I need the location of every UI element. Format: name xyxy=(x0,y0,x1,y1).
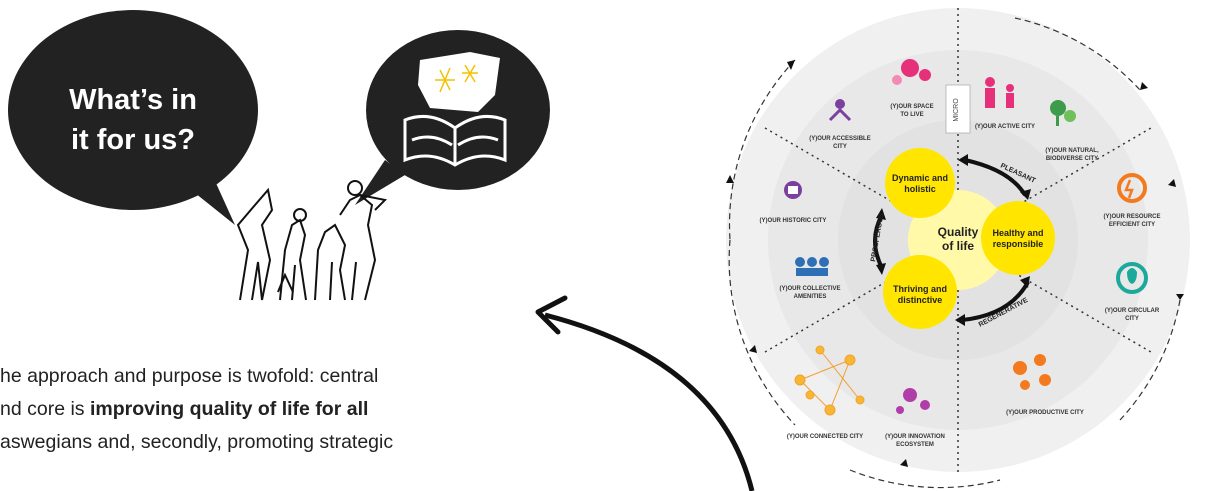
speech-bubble-text: What’s in it for us? xyxy=(48,80,218,160)
historic-city-icon xyxy=(784,181,802,199)
speech-bubble-decor xyxy=(185,30,550,301)
micro-badge xyxy=(945,84,971,134)
circular-city-icon xyxy=(1116,262,1148,294)
circle-healthy-line-1: Healthy and xyxy=(992,228,1043,238)
core-arrows xyxy=(873,158,1030,322)
quality-of-life-diagram: MICRO Quality of life Dynamic and holist… xyxy=(726,8,1190,489)
space-to-live-icon xyxy=(892,59,931,85)
sector-label-resource-2: EFFICIENT CITY xyxy=(1109,222,1155,228)
speech-line-2: it for us? xyxy=(70,124,196,156)
collective-amenities-icon xyxy=(795,257,829,276)
sector-label-active-1: (Y)OUR ACTIVE CITY xyxy=(975,124,1035,130)
sector-label-connected-1: (Y)OUR CONNECTED CITY xyxy=(787,434,863,440)
open-book-icon xyxy=(403,114,507,167)
map-fireworks-icon xyxy=(418,52,500,112)
circle-dynamic xyxy=(885,148,955,218)
sector-label-accessible-1: (Y)OUR ACCESSIBLE xyxy=(809,136,870,142)
sector-label-circular-2: CITY xyxy=(1125,316,1139,322)
body-line-2-text: nd core is xyxy=(0,398,90,420)
sector-label-innovation-1: (Y)OUR INNOVATION xyxy=(885,434,945,440)
outer-dashed-arrows xyxy=(728,17,1181,489)
sector-label-collective-1: (Y)OUR COLLECTIVE xyxy=(780,286,841,292)
micro-label: MICRO xyxy=(953,98,960,122)
body-line-1: he approach and purpose is twofold: cent… xyxy=(0,365,379,387)
body-line-2-bold: improving quality of life for all xyxy=(89,398,369,420)
body-paragraph: he approach and purpose is twofold: cent… xyxy=(0,360,560,459)
active-city-icon xyxy=(985,77,1014,108)
circle-dynamic-line-2: holistic xyxy=(904,184,936,194)
sector-label-circular-1: (Y)OUR CIRCULAR xyxy=(1105,308,1160,314)
sector-label-innovation-2: ECOSYSTEM xyxy=(896,442,934,448)
family-figures-icon xyxy=(236,180,388,301)
sector-label-historic-1: (Y)OUR HISTORIC CITY xyxy=(760,218,827,224)
circle-thriving xyxy=(883,255,957,329)
sector-label-accessible-2: CITY xyxy=(833,144,847,150)
speech-line-1: What’s in xyxy=(69,84,197,116)
accessible-city-icon xyxy=(828,99,852,122)
circle-dynamic-line-1: Dynamic and xyxy=(892,173,948,183)
core-label-1: Quality xyxy=(938,225,979,239)
circle-healthy-line-2: responsible xyxy=(993,239,1044,249)
connected-city-icon xyxy=(794,345,865,416)
book-bubble-tail xyxy=(355,160,405,205)
innovation-ecosystem-icon xyxy=(896,388,930,414)
body-line-2: nd core is improving quality of life for… xyxy=(0,393,560,426)
sector-label-natural-2: BIODIVERSE CITY xyxy=(1046,156,1098,162)
sector-label-natural-1: (Y)OUR NATURAL, xyxy=(1045,148,1099,154)
circle-thriving-line-1: Thriving and xyxy=(893,284,947,294)
resource-efficient-icon xyxy=(1117,173,1147,203)
speech-bubble-tail xyxy=(185,170,235,225)
core-label-2: of life xyxy=(942,239,974,253)
body-line-3: aswegians and, secondly, promoting strat… xyxy=(0,431,394,453)
sector-label-space-2: TO LIVE xyxy=(900,112,923,118)
sector-label-resource-1: (Y)OUR RESOURCE xyxy=(1103,214,1160,220)
sector-label-collective-2: AMENITIES xyxy=(794,294,827,300)
sector-label-space-1: (Y)OUR SPACE xyxy=(890,104,933,110)
sector-label-productive-1: (Y)OUR PRODUCTIVE CITY xyxy=(1006,410,1084,416)
speech-bubble xyxy=(8,10,258,210)
circle-thriving-line-2: distinctive xyxy=(898,295,943,305)
outer-arrow-heads xyxy=(726,60,1184,467)
circle-healthy xyxy=(981,201,1055,275)
core-arrow-heads xyxy=(876,154,1031,326)
natural-city-icon xyxy=(1050,100,1076,126)
productive-city-icon xyxy=(1013,354,1051,390)
